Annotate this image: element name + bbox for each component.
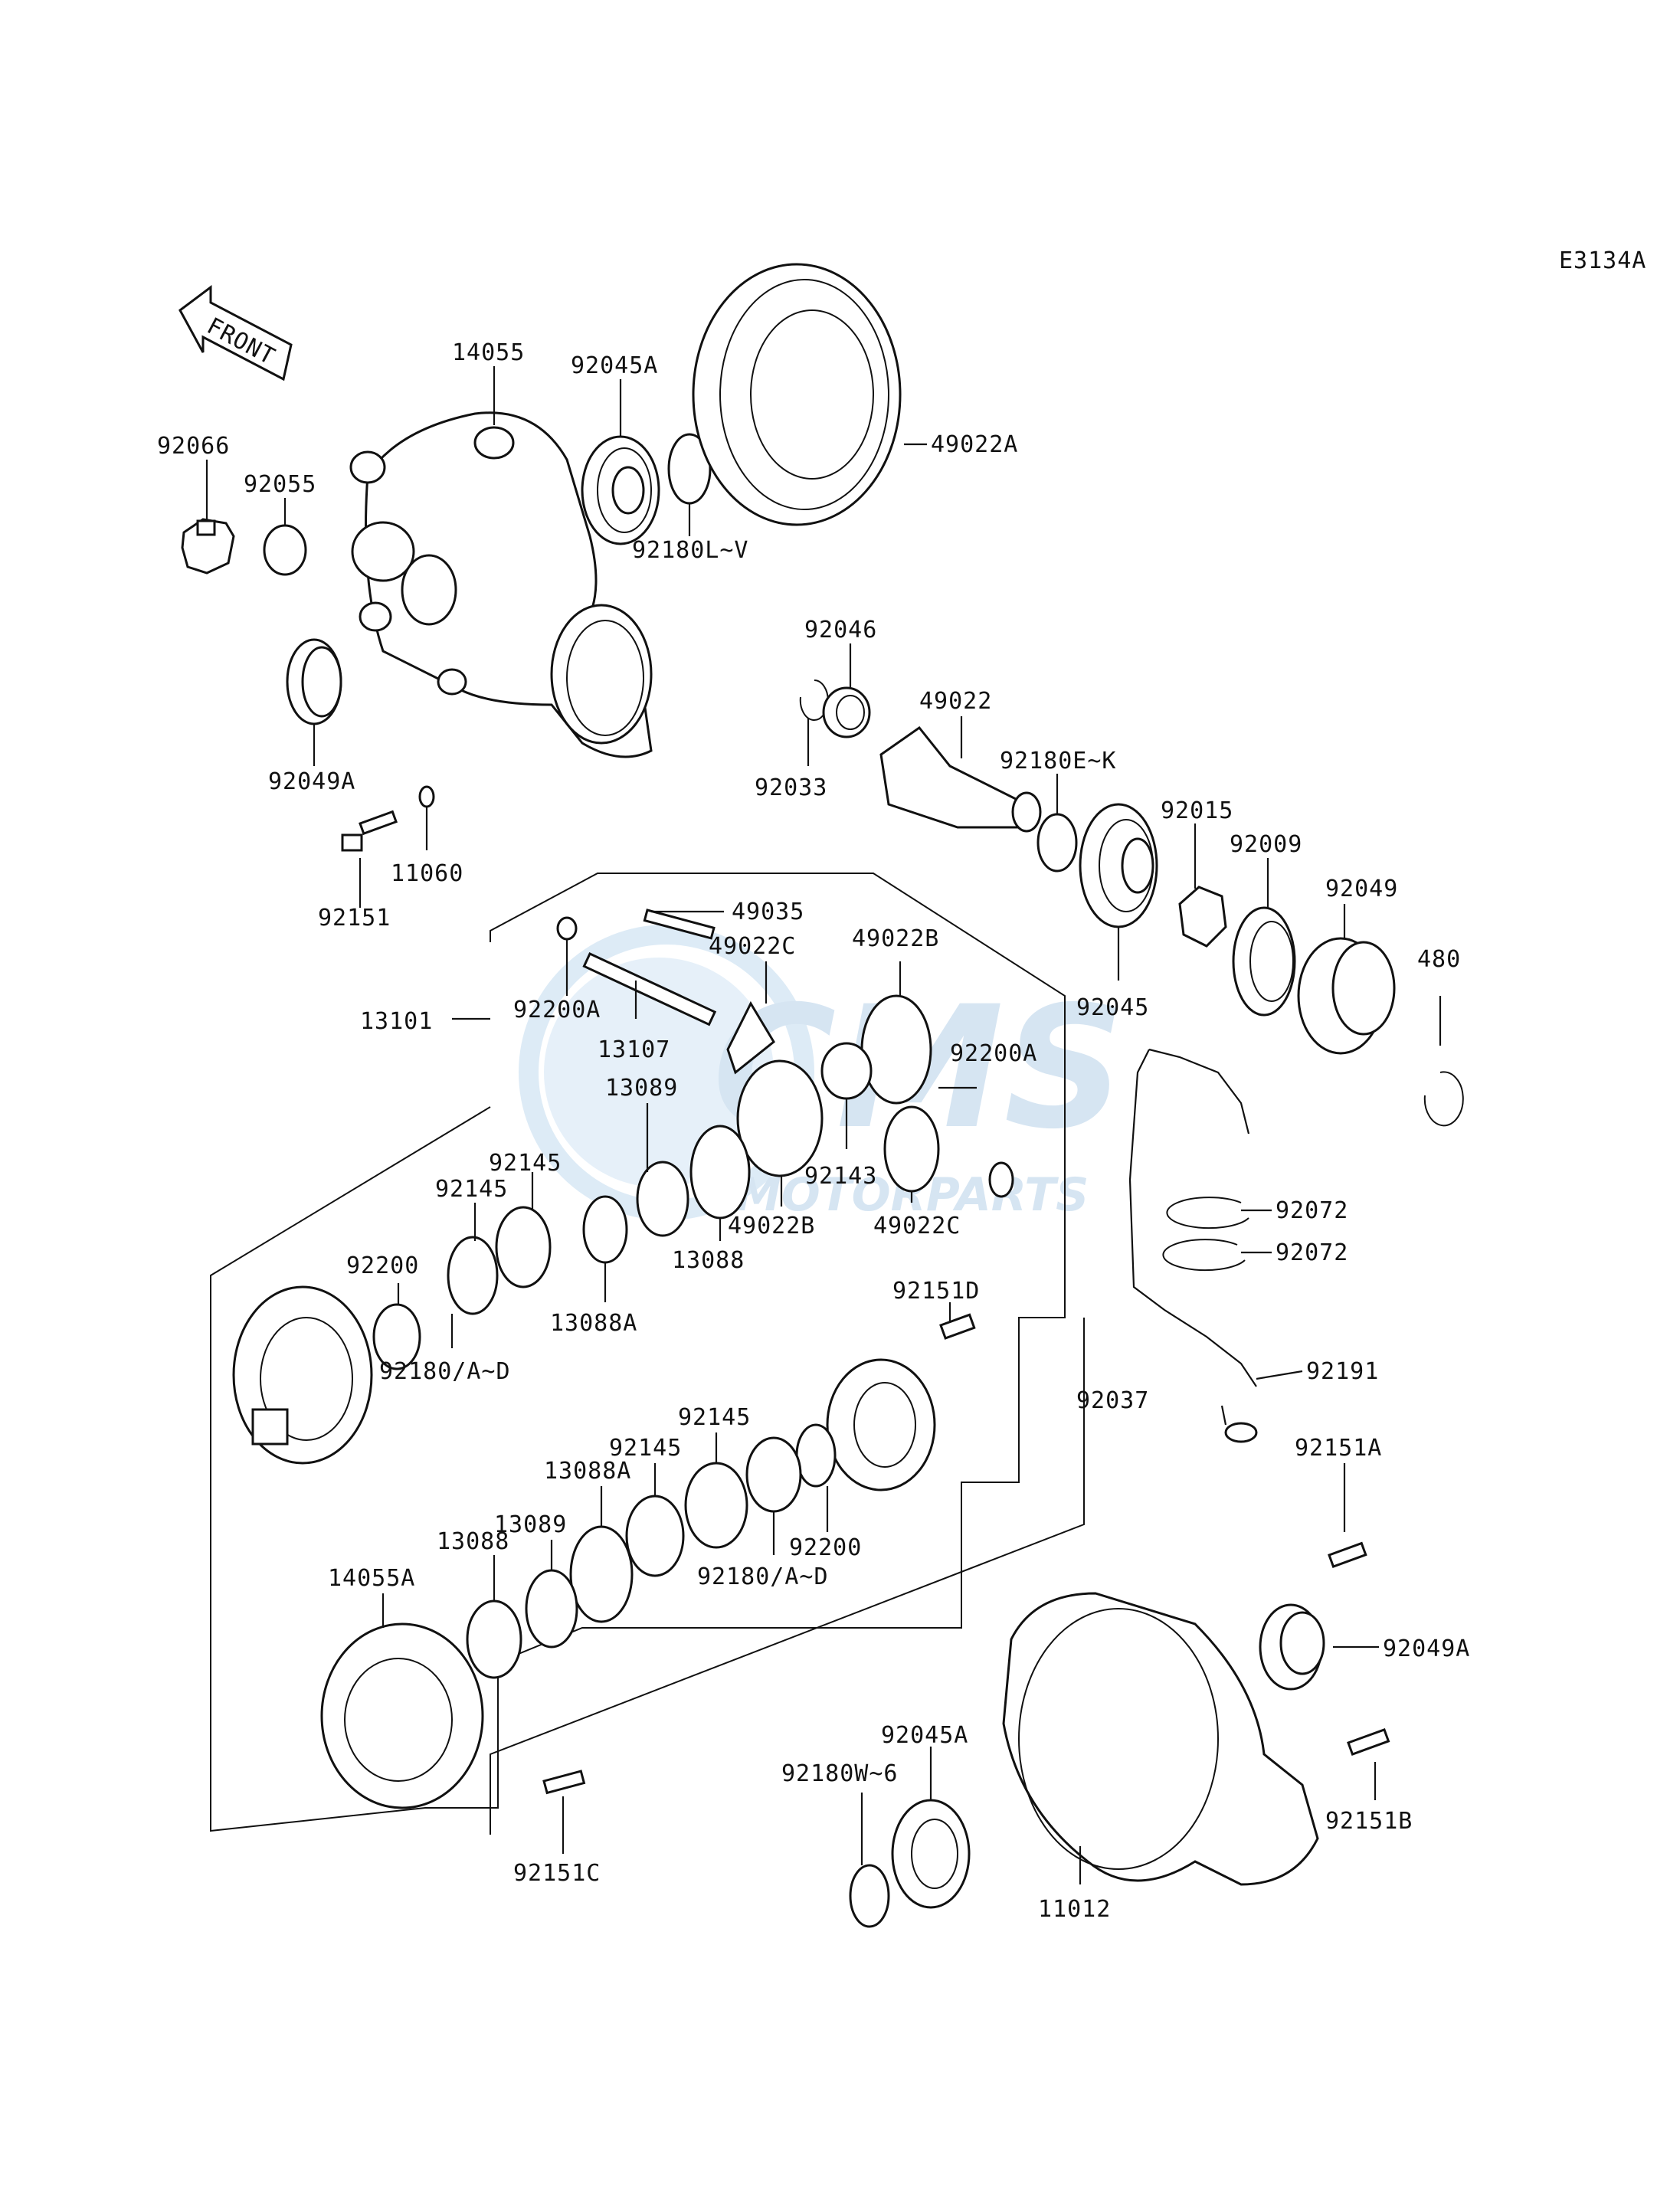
label-92066: 92066 — [157, 433, 230, 460]
label-92180AD-bot: 92180/A~D — [697, 1563, 829, 1590]
ring-gear-49022A — [692, 263, 902, 526]
clamp-92072-a — [1166, 1197, 1249, 1229]
seal-92049A-top — [286, 638, 342, 725]
label-92009: 92009 — [1230, 831, 1302, 858]
label-49022C-top: 49022C — [709, 933, 796, 960]
label-13088-bot: 13088 — [437, 1528, 509, 1555]
label-11060: 11060 — [391, 860, 463, 887]
label-92055: 92055 — [244, 471, 316, 498]
label-92033: 92033 — [755, 774, 827, 801]
oring-92055 — [263, 524, 307, 576]
label-92049A-bot: 92049A — [1383, 1635, 1470, 1662]
seal-92049A-bottom — [1259, 1603, 1325, 1691]
label-49022C-bot: 49022C — [873, 1213, 961, 1239]
diagram-code: E3134A — [1559, 247, 1646, 274]
label-49022A: 49022A — [931, 431, 1018, 458]
bolt-92151A — [1328, 1541, 1367, 1568]
label-92145-c: 92145 — [678, 1404, 751, 1431]
label-49022B-bot: 49022B — [728, 1213, 815, 1239]
label-92180W6: 92180W~6 — [781, 1760, 899, 1787]
label-92072-a: 92072 — [1276, 1197, 1348, 1224]
label-92145-b: 92145 — [435, 1176, 508, 1203]
carrier-right — [466, 1313, 976, 1679]
part-92009 — [1232, 906, 1296, 1017]
label-92049A-top: 92049A — [268, 768, 355, 795]
label-13089-bot: 13089 — [494, 1511, 567, 1538]
label-92046: 92046 — [804, 617, 877, 643]
label-92045A-bot: 92045A — [881, 1722, 968, 1749]
label-49022B-top: 49022B — [852, 925, 939, 952]
label-13088A-bot: 13088A — [544, 1458, 631, 1485]
label-92180LV: 92180L~V — [632, 537, 749, 564]
bolt-92151C — [542, 1770, 586, 1795]
seal-92049 — [1297, 937, 1396, 1055]
bearing-92045A-bottom — [891, 1799, 971, 1909]
bearing-92045 — [1079, 803, 1158, 928]
carrier-left — [232, 1285, 373, 1465]
label-92180EK: 92180E~K — [1000, 748, 1117, 774]
label-13107: 13107 — [598, 1036, 670, 1063]
group-13101-outline — [210, 873, 1066, 1832]
label-92191: 92191 — [1306, 1358, 1379, 1385]
label-480: 480 — [1417, 946, 1461, 973]
bearing-92045A-top — [581, 435, 660, 545]
leader-lines — [205, 366, 1442, 1884]
plug-92066 — [181, 518, 235, 575]
label-92151C: 92151C — [513, 1860, 601, 1887]
label-92151A: 92151A — [1295, 1435, 1382, 1462]
label-92143: 92143 — [804, 1163, 877, 1190]
circlip-480 — [1423, 1071, 1464, 1127]
clamp-92072-b — [1162, 1239, 1246, 1272]
label-11012: 11012 — [1038, 1896, 1111, 1923]
bolt-92151B — [1347, 1727, 1390, 1756]
label-13089-top: 13089 — [605, 1075, 678, 1102]
label-92037: 92037 — [1076, 1387, 1149, 1414]
label-92045A-top: 92045A — [571, 352, 658, 379]
label-92015: 92015 — [1161, 797, 1233, 824]
nut-92015 — [1178, 886, 1227, 948]
shim-92180EK — [1036, 813, 1078, 873]
diff-internals — [372, 909, 1014, 1370]
front-arrow-icon: FRONT — [178, 285, 293, 381]
label-92180AD-top: 92180/A~D — [379, 1358, 511, 1385]
group-lower-outline — [490, 1318, 1085, 1835]
label-92151B: 92151B — [1325, 1808, 1413, 1835]
label-49035: 49035 — [732, 899, 804, 925]
label-92049: 92049 — [1325, 876, 1398, 902]
label-92045: 92045 — [1076, 994, 1149, 1021]
label-13101: 13101 — [360, 1008, 433, 1035]
label-92200A-left: 92200A — [513, 997, 601, 1023]
label-92145-a: 92145 — [489, 1150, 562, 1177]
label-92145-d: 92145 — [609, 1435, 682, 1462]
cover-11012 — [1002, 1592, 1319, 1886]
label-92072-b: 92072 — [1276, 1239, 1348, 1266]
label-92151: 92151 — [318, 905, 391, 932]
bolt-92151 — [341, 810, 398, 852]
label-14055A: 14055A — [328, 1565, 415, 1592]
shim-92180W6 — [849, 1864, 890, 1928]
label-49022: 49022 — [919, 688, 992, 715]
label-92200A-right: 92200A — [950, 1040, 1037, 1067]
breather-hose-92191 — [1128, 1048, 1258, 1443]
washer-11060 — [418, 785, 435, 808]
label-92200-bot: 92200 — [789, 1534, 862, 1561]
label-13088-top: 13088 — [672, 1247, 745, 1274]
needle-bearing-92046 — [822, 686, 871, 738]
upper-case-14055 — [349, 411, 653, 758]
case-14055A — [320, 1622, 484, 1809]
pinion-49022 — [879, 725, 1042, 833]
label-13088A-top: 13088A — [550, 1310, 637, 1337]
label-92151D: 92151D — [892, 1278, 980, 1305]
label-14055: 14055 — [452, 339, 525, 366]
part-labels: 14055 92045A 49022A 92066 92055 92180L~V… — [157, 339, 1470, 1923]
label-92200-top: 92200 — [346, 1252, 419, 1279]
